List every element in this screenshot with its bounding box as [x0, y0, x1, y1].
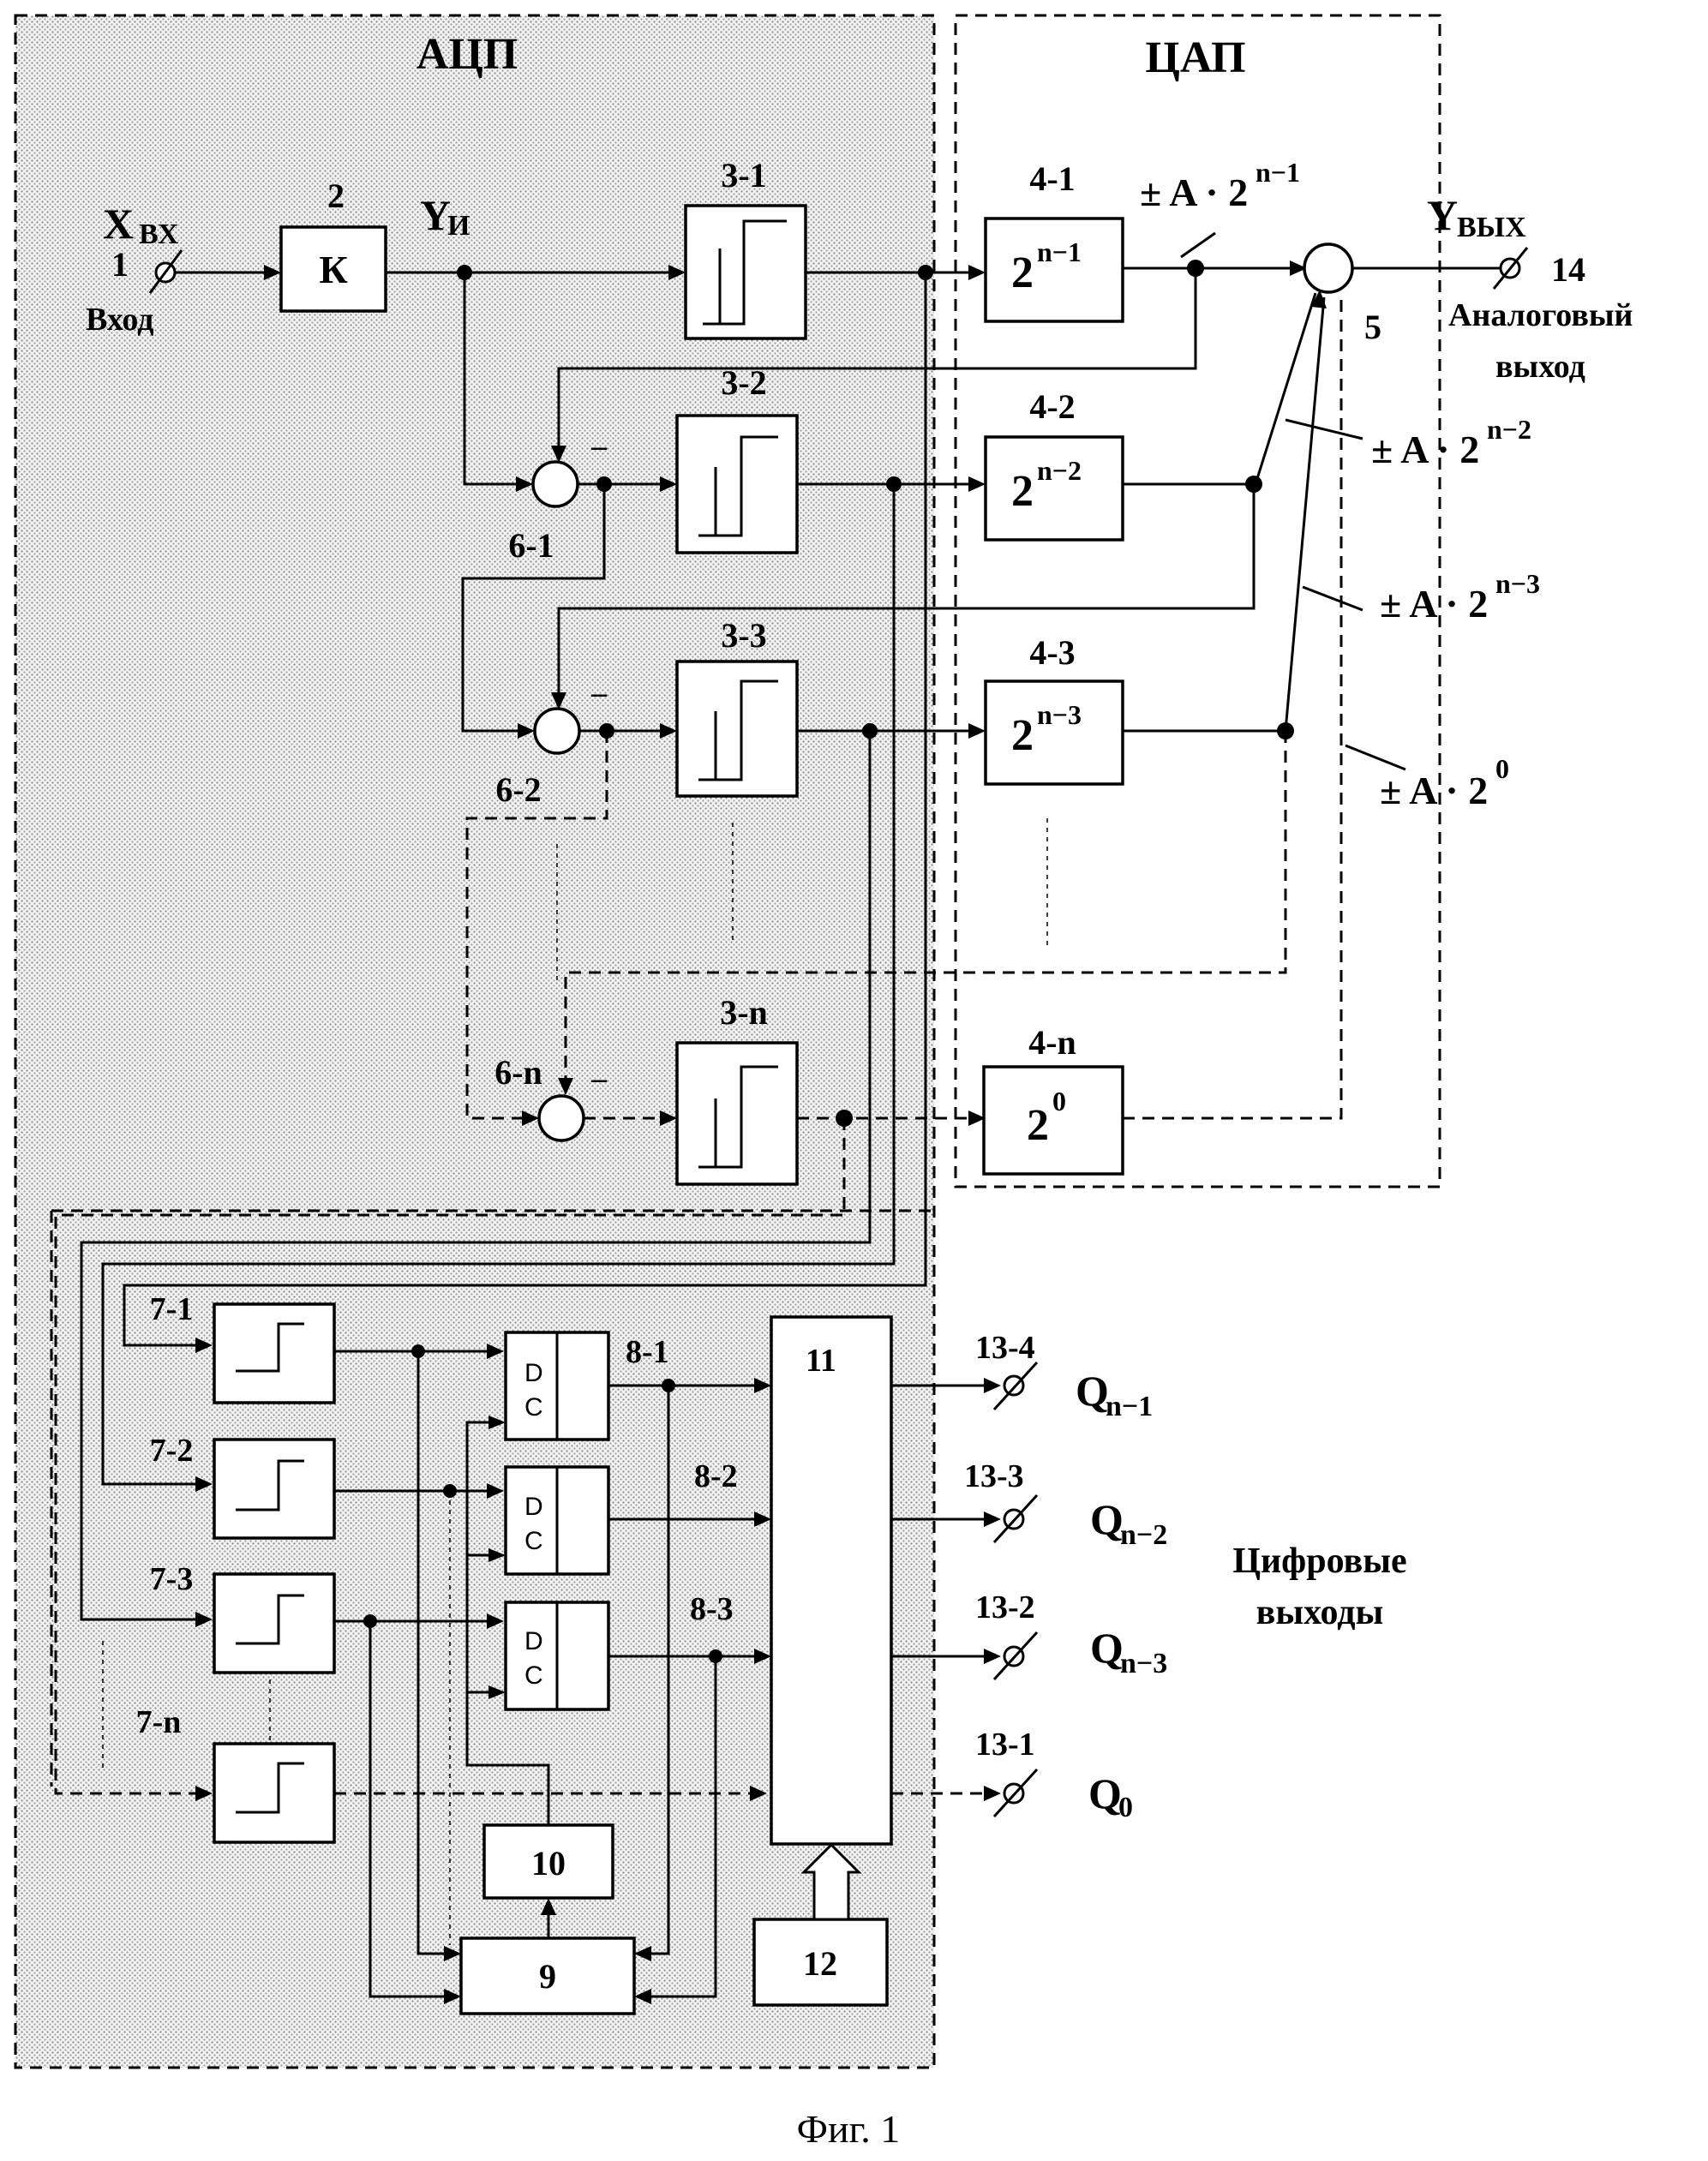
svg-text:4-2: 4-2 [1029, 387, 1075, 426]
svg-text:6-n: 6-n [494, 1053, 542, 1092]
svg-text:7-2: 7-2 [150, 1433, 194, 1469]
digital-output-13-3: 13-3 Q n−2 [964, 1458, 1167, 1551]
output-symbol: Y [1427, 191, 1458, 239]
figure-caption: Фиг. 1 [797, 2107, 901, 2151]
gain-id: 2 [327, 177, 345, 215]
svg-text:± A · 2: ± A · 2 [1380, 582, 1488, 626]
svg-text:Q: Q [1090, 1624, 1124, 1672]
weight-n-2: ± A · 2 n−2 [1285, 414, 1531, 471]
digital-label-line2: выходы [1256, 1593, 1384, 1632]
svg-text:7-3: 7-3 [150, 1561, 194, 1597]
svg-text:n−3: n−3 [1120, 1648, 1167, 1679]
output-label2: выход [1495, 349, 1585, 385]
svg-text:7-n: 7-n [136, 1704, 182, 1740]
svg-text:± A · 2: ± A · 2 [1371, 428, 1479, 471]
svg-text:2: 2 [1027, 1101, 1049, 1150]
dac-block-4-1: 4-1 2 n−1 [986, 159, 1123, 321]
dac-block-4-n: 4-n 2 0 [984, 1023, 1123, 1174]
svg-text:8-2: 8-2 [694, 1458, 738, 1494]
input-label: Вход [86, 302, 154, 338]
svg-text:2: 2 [1011, 467, 1034, 516]
svg-text:0: 0 [1052, 1086, 1066, 1116]
svg-text:13-4: 13-4 [975, 1330, 1035, 1366]
svg-text:6-1: 6-1 [508, 526, 554, 565]
digital-output-13-2: 13-2 Q n−3 [975, 1589, 1167, 1679]
output-terminal: Y ВЫХ 14 Аналоговый выход [1427, 191, 1633, 385]
svg-text:–: – [590, 675, 608, 709]
svg-text:13-2: 13-2 [975, 1589, 1035, 1625]
svg-text:n−2: n−2 [1120, 1519, 1167, 1551]
output-sub: ВЫХ [1457, 212, 1526, 243]
digital-label-line1: Цифровые [1232, 1541, 1406, 1581]
yi-symbol: Y [420, 191, 451, 239]
yi-sub: И [447, 210, 470, 242]
svg-text:± A · 2: ± A · 2 [1140, 171, 1248, 214]
weight-n-3: ± A · 2 n−3 [1303, 568, 1540, 626]
svg-text:C: C [524, 1393, 543, 1422]
svg-text:11: 11 [806, 1343, 836, 1379]
svg-text:–: – [590, 428, 608, 463]
digital-output-13-1: 13-1 Q 0 [975, 1727, 1133, 1823]
block-10: 10 [484, 1825, 613, 1898]
svg-text:D: D [524, 1627, 543, 1655]
dac-block-4-3: 4-3 2 n−3 [986, 633, 1123, 784]
svg-text:8-1: 8-1 [626, 1334, 669, 1370]
svg-text:9: 9 [539, 1957, 556, 1996]
svg-text:n−2: n−2 [1037, 455, 1082, 486]
svg-text:n−3: n−3 [1495, 568, 1540, 599]
output-label1: Аналоговый [1448, 297, 1633, 333]
svg-text:± A · 2: ± A · 2 [1380, 769, 1488, 812]
svg-text:5: 5 [1364, 308, 1381, 346]
gain-label: К [319, 248, 347, 291]
svg-text:8-3: 8-3 [690, 1591, 734, 1627]
svg-text:13-1: 13-1 [975, 1727, 1035, 1763]
svg-text:D: D [524, 1359, 543, 1387]
svg-text:Q: Q [1076, 1367, 1109, 1415]
weight-n-1: ± A · 2 n−1 [1140, 157, 1300, 214]
svg-text:D: D [524, 1493, 543, 1521]
svg-text:n−1: n−1 [1256, 157, 1300, 188]
svg-text:10: 10 [531, 1844, 566, 1883]
block-11: 11 [771, 1317, 891, 1844]
svg-text:13-3: 13-3 [964, 1458, 1024, 1494]
svg-text:–: – [590, 1061, 608, 1095]
svg-text:0: 0 [1118, 1792, 1133, 1823]
svg-text:n−1: n−1 [1106, 1391, 1153, 1422]
svg-text:3-n: 3-n [720, 993, 768, 1032]
svg-text:4-n: 4-n [1028, 1023, 1076, 1062]
dac-block-4-2: 4-2 2 n−2 [986, 387, 1123, 540]
svg-text:n−1: n−1 [1037, 236, 1082, 267]
svg-text:7-1: 7-1 [150, 1291, 194, 1327]
svg-text:3-3: 3-3 [721, 616, 766, 655]
input-symbol: X [103, 200, 134, 248]
dac-title: ЦАП [1145, 33, 1245, 82]
svg-text:n−3: n−3 [1037, 699, 1082, 730]
weight-0: ± A · 2 0 [1345, 745, 1509, 812]
svg-text:2: 2 [1011, 711, 1034, 760]
svg-text:6-2: 6-2 [495, 770, 541, 809]
svg-text:4-1: 4-1 [1029, 159, 1075, 198]
digital-output-13-4: 13-4 Q n−1 [975, 1330, 1153, 1422]
adc-title: АЦП [417, 30, 518, 79]
block-9: 9 [461, 1938, 634, 2014]
svg-text:4-3: 4-3 [1029, 633, 1075, 672]
output-number: 14 [1551, 250, 1585, 289]
input-sub: ВХ [139, 218, 179, 250]
svg-text:C: C [524, 1527, 543, 1555]
svg-text:n−2: n−2 [1487, 414, 1531, 445]
svg-text:Q: Q [1088, 1769, 1122, 1817]
svg-text:C: C [524, 1661, 543, 1690]
input-number: 1 [111, 245, 129, 284]
svg-text:0: 0 [1495, 753, 1509, 784]
svg-text:3-1: 3-1 [721, 156, 766, 195]
svg-text:2: 2 [1011, 248, 1034, 297]
svg-text:Q: Q [1090, 1495, 1124, 1543]
svg-text:12: 12 [803, 1944, 837, 1983]
